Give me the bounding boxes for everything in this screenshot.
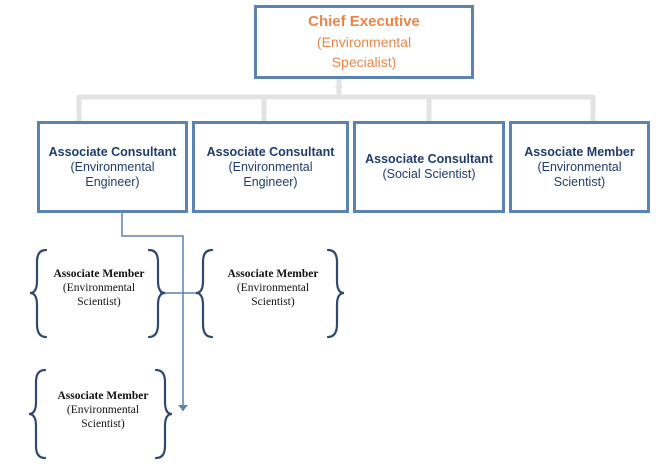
chief-executive-box: Chief Executive (Environmental Specialis… — [254, 5, 474, 79]
connector-arrowhead — [335, 81, 343, 88]
consultant-2-role-line1: (Environmental — [228, 159, 313, 174]
member-1-role-line1: (Environmental — [62, 282, 136, 294]
member-box-top: Associate Member (Environmental Scientis… — [509, 121, 650, 213]
associate-member-1: Associate Member (Environmental Scientis… — [46, 267, 152, 309]
consultant-2-title: Associate Consultant — [206, 144, 335, 159]
connector-consultant-to-members — [121, 212, 184, 411]
consultant-3-title: Associate Consultant — [365, 152, 493, 166]
consultant-1-role-line1: (Environmental — [70, 159, 155, 174]
chief-title: Chief Executive — [308, 13, 420, 30]
brace-right-1 — [147, 248, 166, 339]
member-2-role-line2: Scientist) — [251, 296, 295, 308]
member-3-title: Associate Member — [57, 390, 149, 402]
member-top-role-line2: Scientist) — [553, 174, 606, 189]
chief-role-line2: Specialist) — [331, 54, 397, 70]
consultant-3-role-line1: (Social Scientist) — [382, 167, 476, 181]
member-top-role-line1: (Environmental — [537, 159, 622, 174]
consultant-2-role-line2: Engineer) — [243, 174, 298, 189]
chief-role-line1: (Environmental — [316, 34, 412, 50]
brace-right-3 — [154, 368, 173, 460]
member-1-title: Associate Member — [53, 268, 145, 280]
connector-member-arrowhead — [178, 405, 188, 411]
brace-left-2 — [195, 248, 214, 339]
member-3-role-line2: Scientist) — [81, 418, 125, 430]
associate-member-2: Associate Member (Environmental Scientis… — [210, 267, 336, 309]
consultant-box-2: Associate Consultant (Environmental Engi… — [192, 121, 349, 213]
brace-right-2 — [326, 248, 345, 339]
consultant-box-3: Associate Consultant (Social Scientist) — [353, 121, 505, 213]
brace-left-1 — [29, 248, 48, 339]
consultant-1-title: Associate Consultant — [48, 144, 177, 159]
member-3-role-line1: (Environmental — [66, 404, 140, 416]
consultant-1-role-line2: Engineer) — [85, 174, 140, 189]
member-2-role-line1: (Environmental — [236, 282, 310, 294]
associate-member-3: Associate Member (Environmental Scientis… — [48, 389, 158, 431]
member-1-role-line2: Scientist) — [77, 296, 121, 308]
brace-left-3 — [28, 368, 47, 460]
member-top-title: Associate Member — [524, 144, 635, 159]
member-2-title: Associate Member — [227, 268, 319, 280]
consultant-box-1: Associate Consultant (Environmental Engi… — [37, 121, 188, 213]
